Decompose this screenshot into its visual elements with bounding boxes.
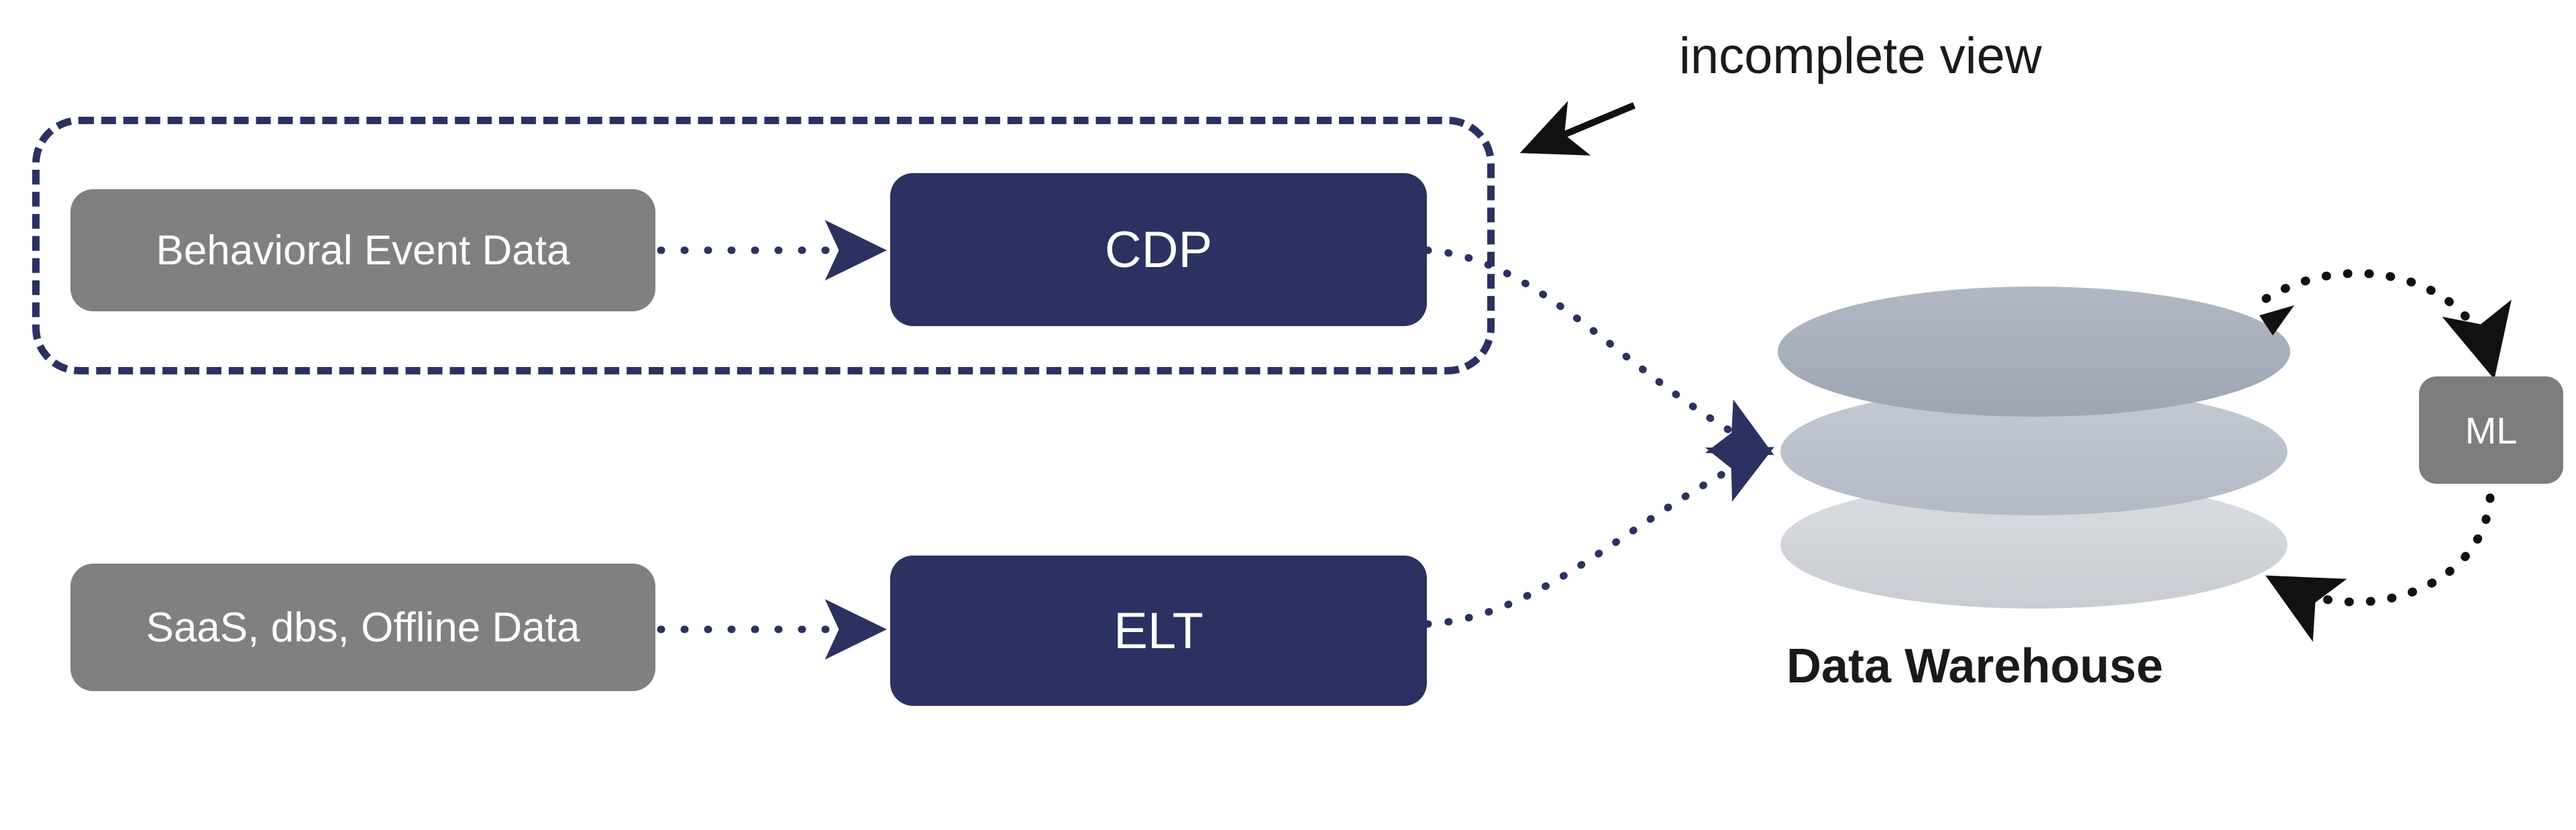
warehouse-inbound-arrowhead-icon [2259,305,2294,335]
data-warehouse-cylinder-icon [1778,287,2290,609]
edge-warehouse-to-ml [2261,269,2512,380]
node-behavioral-event-data-label: Behavioral Event Data [156,227,570,274]
warehouse-disc-middle [1780,388,2288,515]
node-ml[interactable]: ML [2419,376,2563,484]
node-ml-label: ML [2465,409,2518,452]
incomplete-view-region [32,117,1495,374]
incomplete-view-callout-arrow-icon [1519,101,1635,156]
node-saas-dbs-offline-data[interactable]: SaaS, dbs, Offline Data [70,564,655,691]
node-elt[interactable]: ELT [890,556,1427,706]
warehouse-disc-top [1778,287,2290,417]
node-cdp[interactable]: CDP [890,173,1427,326]
edge-cdp-to-warehouse [1424,246,1774,456]
node-elt-label: ELT [1114,602,1203,660]
node-behavioral-event-data[interactable]: Behavioral Event Data [70,189,655,311]
node-data-warehouse-label: Data Warehouse [1786,639,2163,693]
annotation-incomplete-view: incomplete view [1679,28,2042,85]
edge-ml-to-warehouse [2265,493,2495,642]
node-saas-dbs-offline-data-label: SaaS, dbs, Offline Data [146,604,580,651]
warehouse-disc-bottom [1780,481,2288,609]
edge-elt-to-warehouse [1424,447,1774,628]
node-cdp-label: CDP [1104,221,1213,278]
